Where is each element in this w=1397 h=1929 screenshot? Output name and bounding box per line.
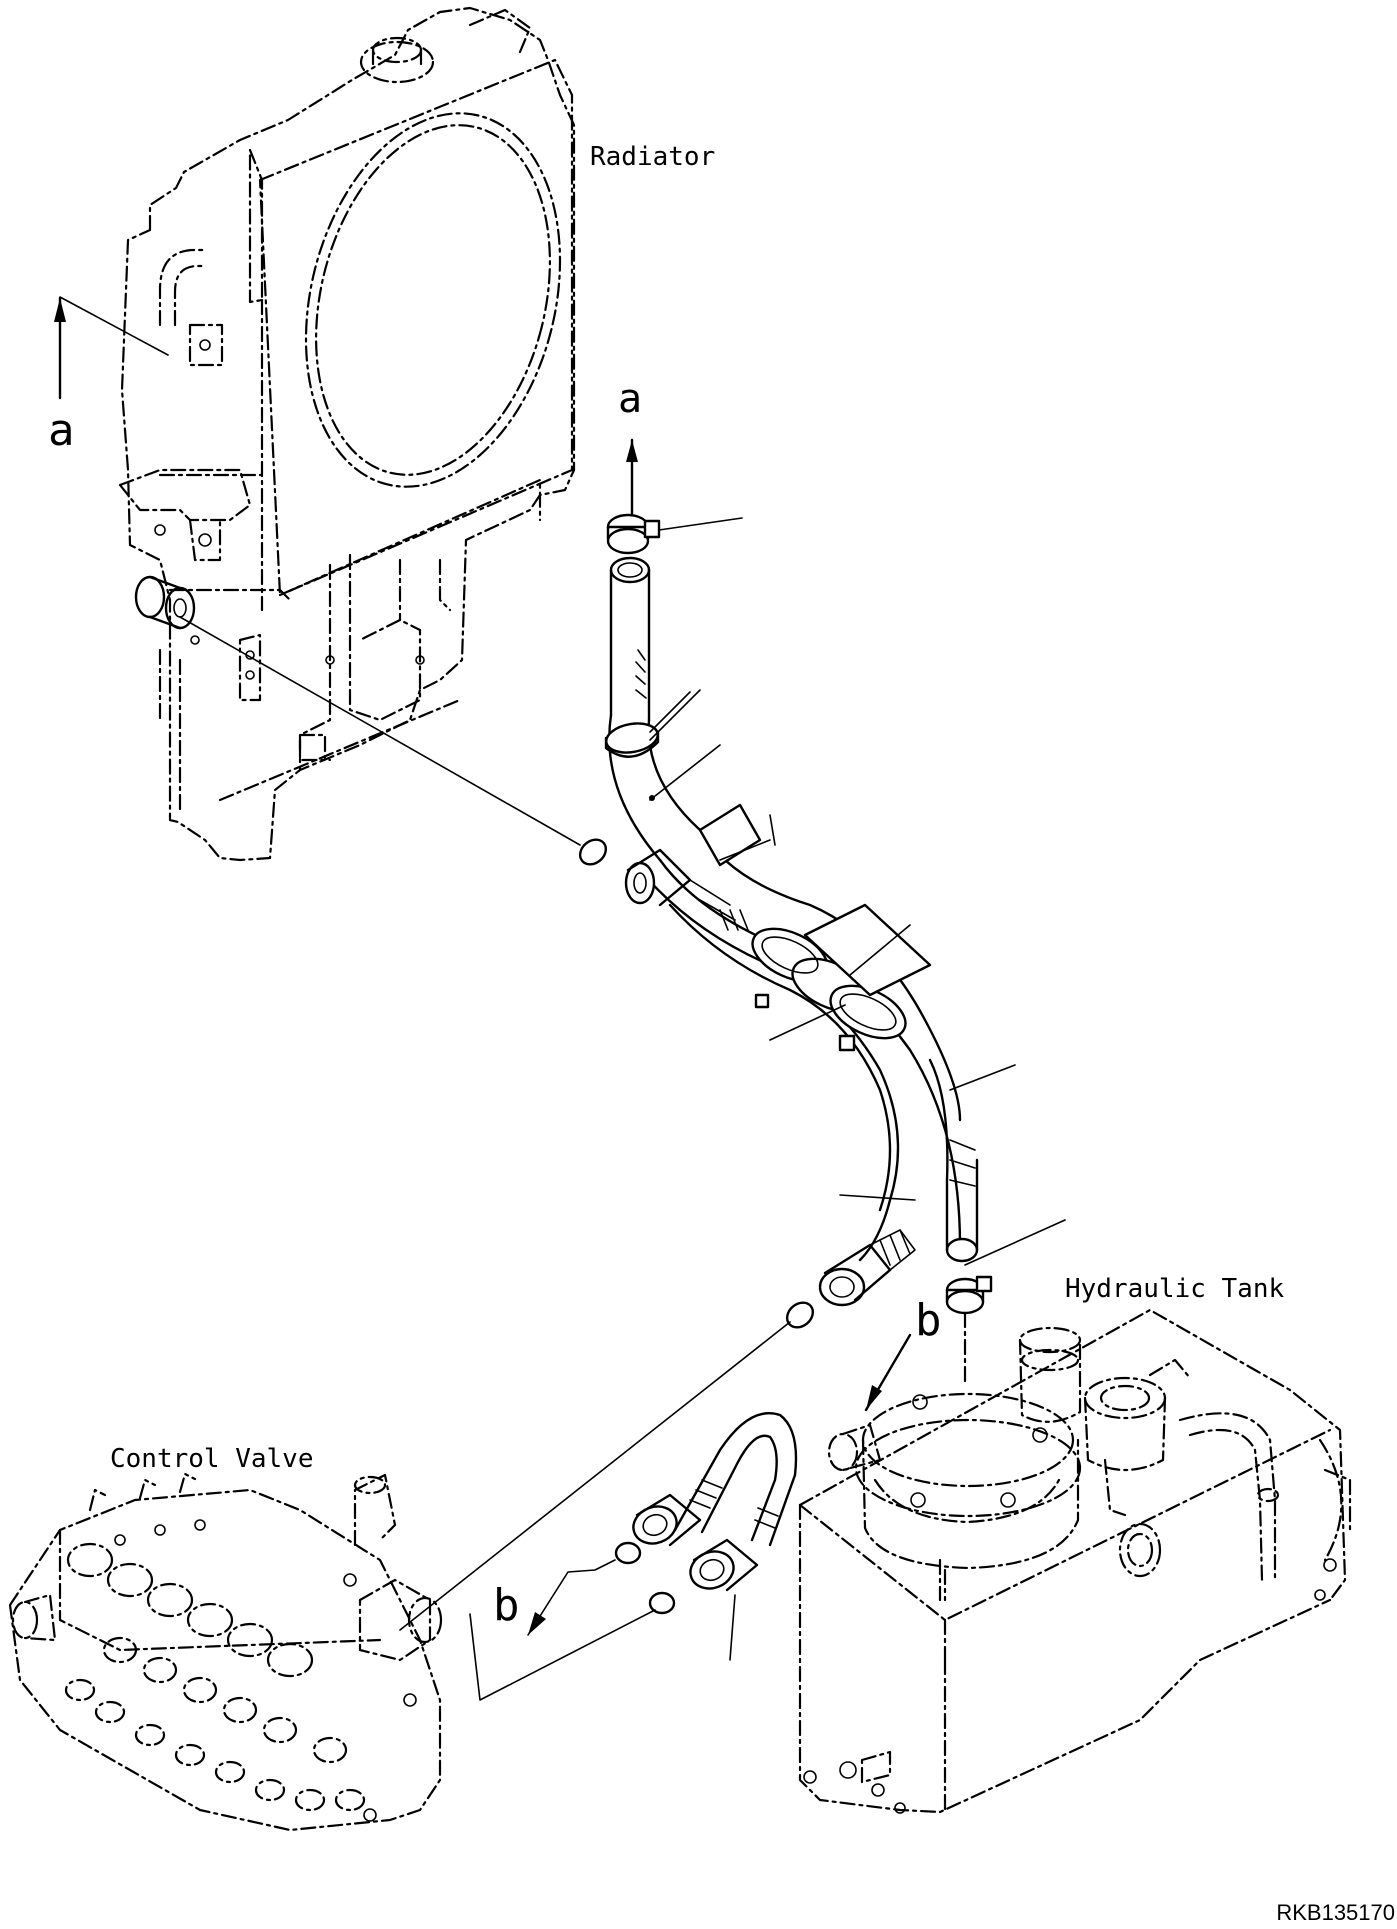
view-b-top-letter: b: [915, 1295, 942, 1346]
control-valve-label: Control Valve: [110, 1444, 314, 1474]
view-arrow-b-bottom: b: [493, 1559, 616, 1636]
view-a-left-letter: a: [48, 405, 75, 456]
radiator-bottom-fitting: [134, 575, 196, 630]
o-ring-hose-end: [785, 1301, 815, 1329]
u-hose: [614, 1412, 798, 1615]
upper-hose: [604, 556, 721, 862]
control-valve: [8, 1472, 443, 1832]
view-arrow-a-top: a: [618, 376, 642, 517]
hydraulic-tank-label: Hydraulic Tank: [1065, 1274, 1284, 1304]
hose-clamp-bottom: [945, 1275, 993, 1387]
hose-pair-middle: [624, 803, 979, 1307]
view-arrow-b-top: b: [864, 1295, 942, 1412]
o-ring-u-hose-1: [614, 1541, 642, 1565]
view-b-bottom-letter: b: [493, 1580, 520, 1631]
view-arrow-a-left: a: [48, 296, 169, 456]
view-a-top-letter: a: [618, 376, 642, 422]
radiator-label: Radiator: [590, 142, 715, 172]
hydraulic-tank: [798, 1308, 1352, 1814]
hose-clamp-top: [606, 513, 743, 555]
o-ring-u-hose-2: [648, 1591, 676, 1615]
radiator-assembly: [118, 6, 576, 862]
o-ring-radiator: [578, 838, 608, 866]
drawing-code: RKB135170: [1276, 1900, 1395, 1924]
